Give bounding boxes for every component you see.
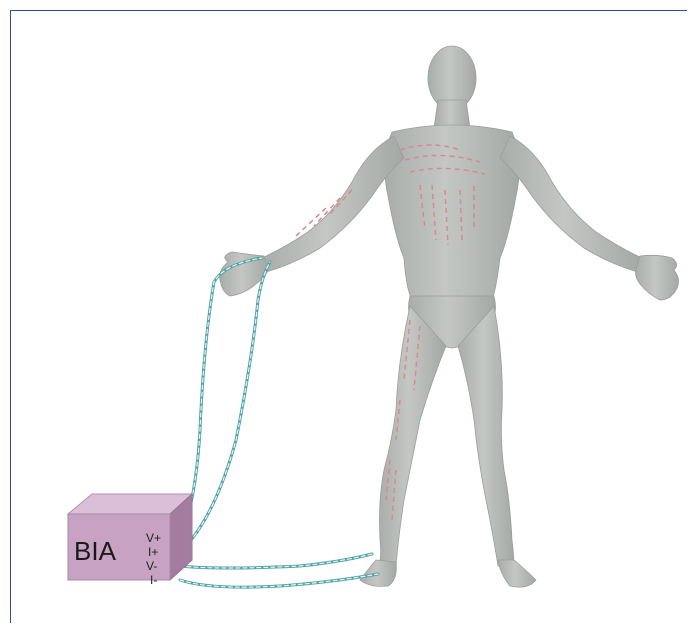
terminal-i-minus: I- xyxy=(150,573,157,587)
electrode-wires xyxy=(180,258,378,587)
terminal-i-plus: I+ xyxy=(148,545,158,559)
device-label: BIA xyxy=(74,536,117,566)
right-arm-shape xyxy=(500,136,642,272)
terminal-v-plus: V+ xyxy=(146,531,161,545)
left-arm-shape xyxy=(262,136,404,272)
bia-device-box: BIA V+ I+ V- I- xyxy=(68,494,192,587)
human-body-figure xyxy=(220,46,679,587)
terminal-v-minus: V- xyxy=(146,559,157,573)
torso-shape xyxy=(385,125,519,300)
wire-i-plus xyxy=(180,262,270,552)
left-leg-shape xyxy=(378,306,446,566)
neck-shape xyxy=(434,100,470,128)
right-leg-shape xyxy=(458,306,514,566)
wire-v-minus xyxy=(180,554,372,568)
right-hand-shape xyxy=(636,255,679,300)
right-foot-shape xyxy=(498,560,536,587)
